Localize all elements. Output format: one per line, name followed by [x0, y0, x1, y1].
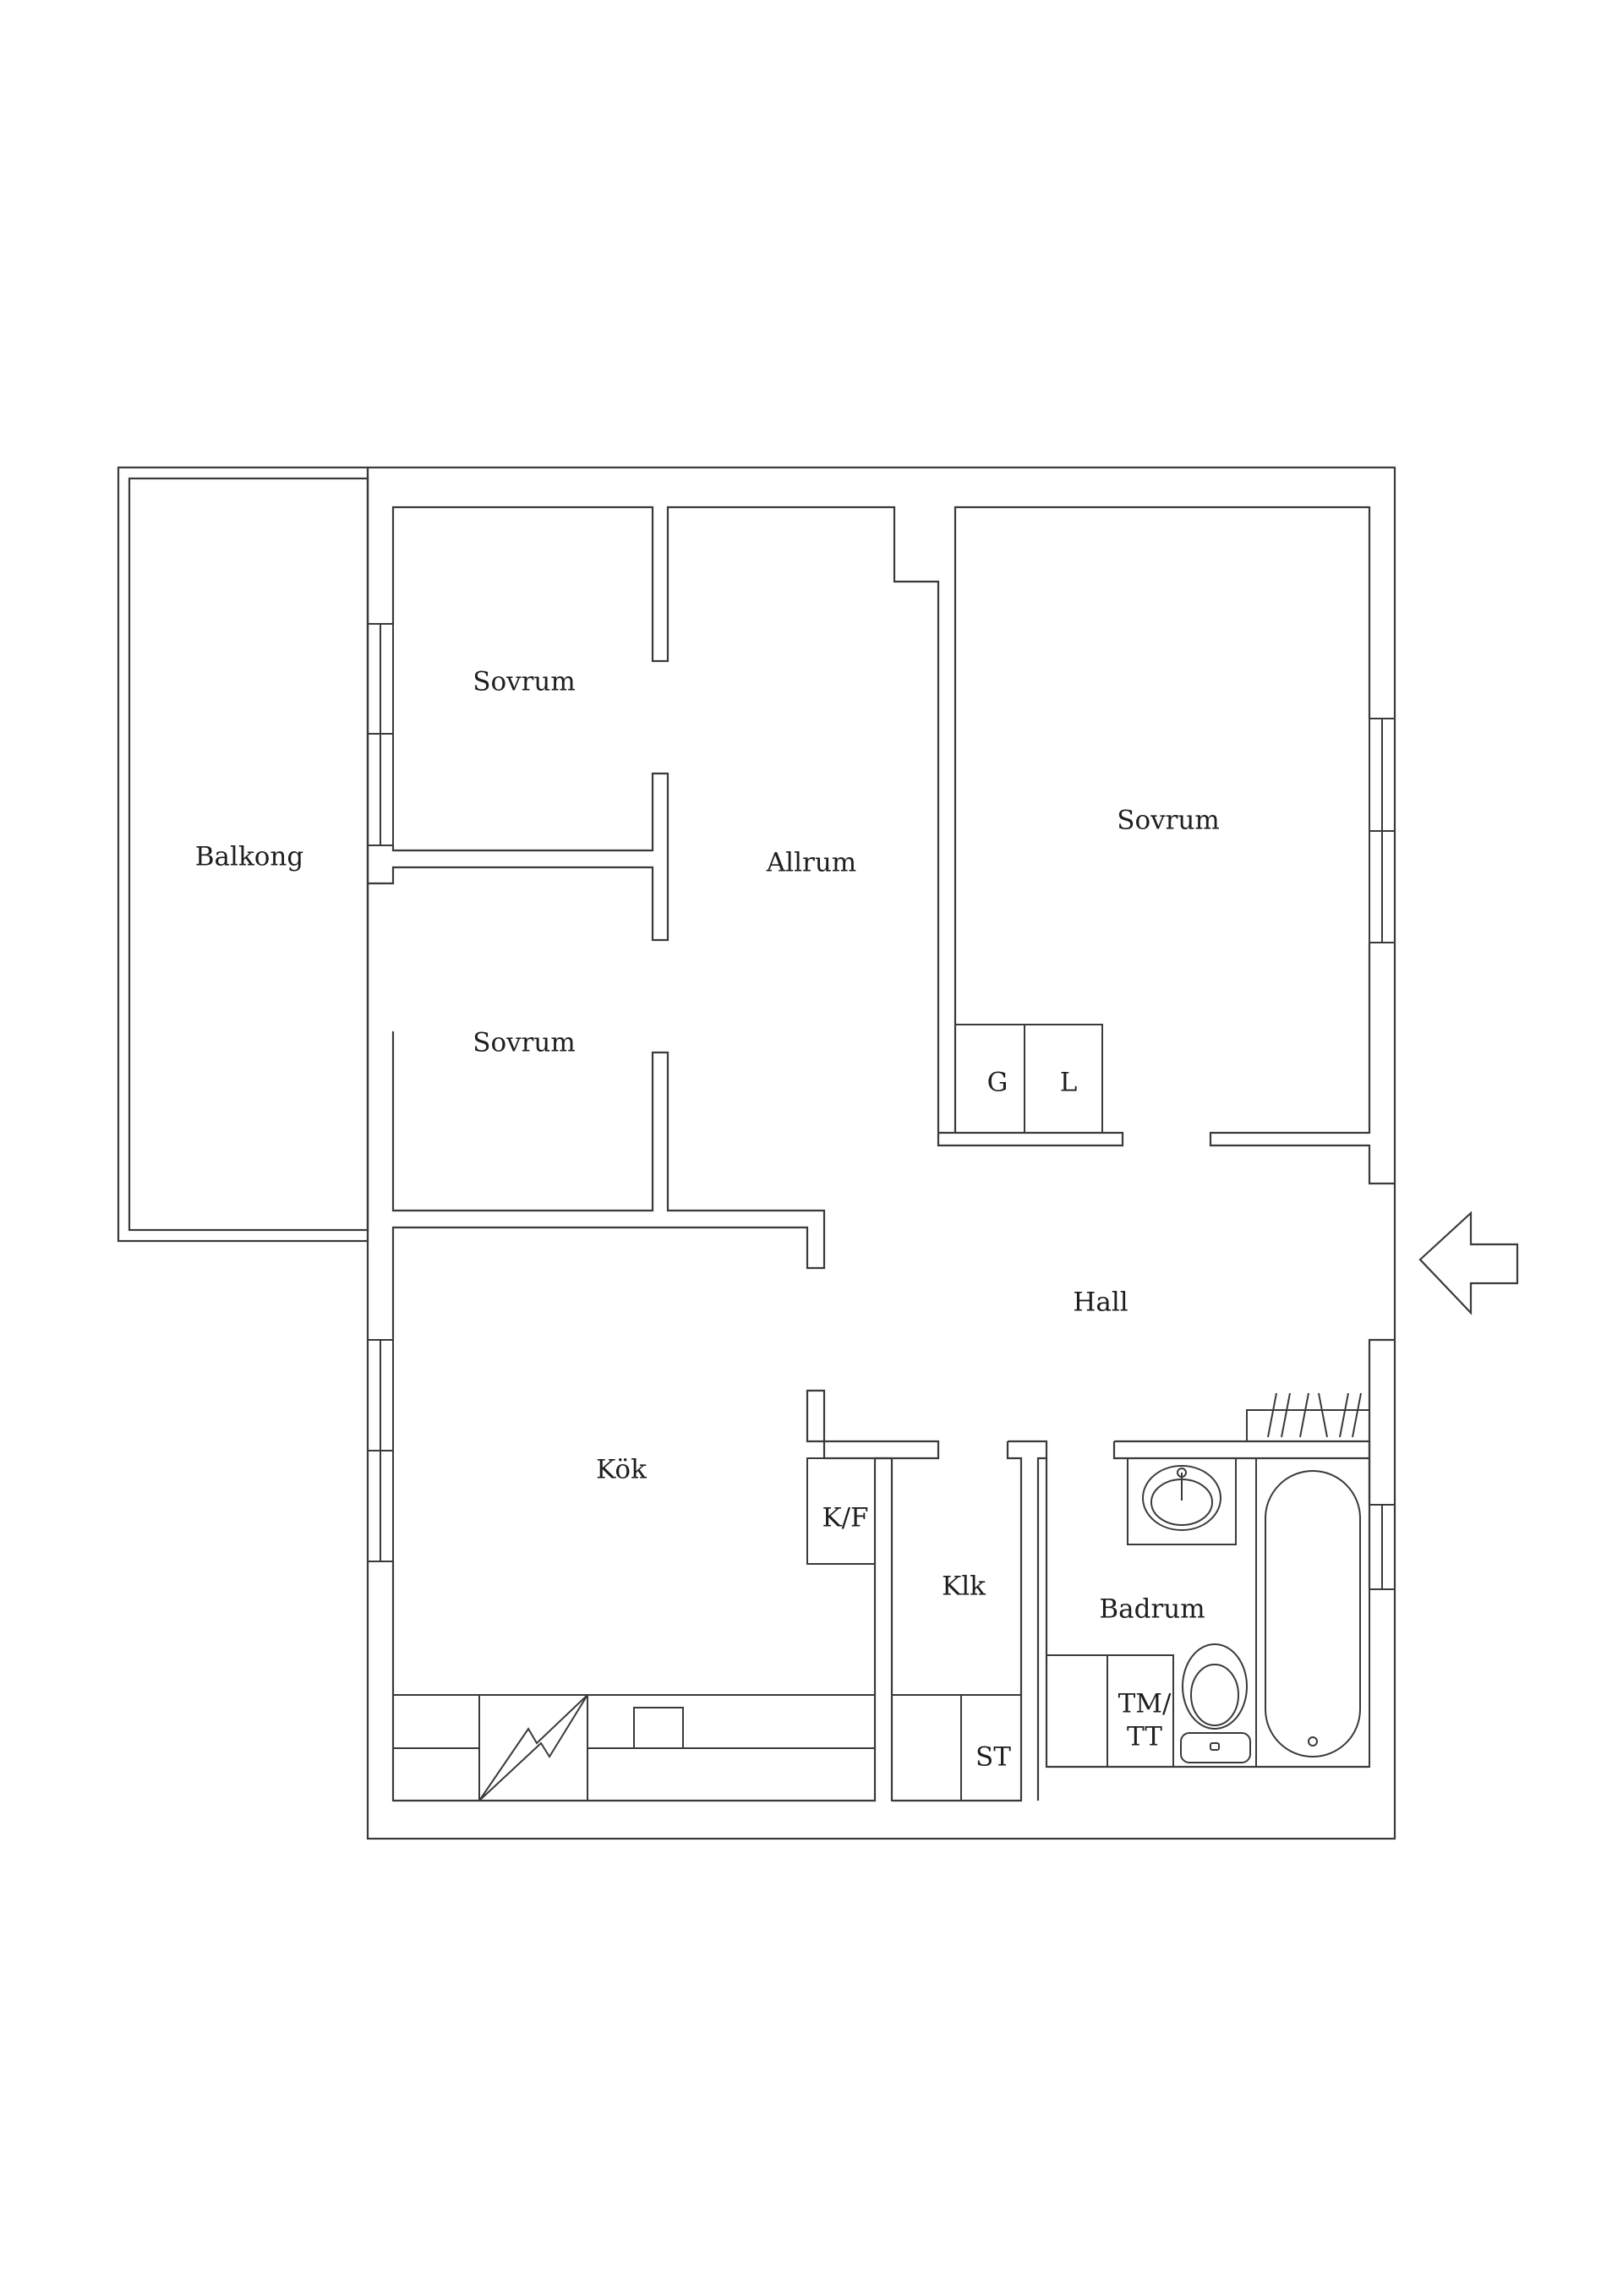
stove-icon — [478, 1694, 588, 1801]
window-sovrum-right — [1369, 718, 1396, 943]
label-tm: TM/ — [1118, 1689, 1172, 1719]
closets — [954, 1024, 1103, 1134]
room-labels: Balkong Sovrum Sovrum Allrum Sovrum G L … — [195, 667, 1220, 1773]
label-kok: Kök — [596, 1455, 647, 1485]
outer-walls — [366, 466, 1396, 1840]
kitchen-counter — [392, 1694, 876, 1801]
label-sovrum-top: Sovrum — [473, 667, 576, 697]
window-sovrum-top — [367, 623, 394, 846]
sink-icon — [1127, 1457, 1237, 1545]
entrance-arrow-icon — [1418, 1211, 1519, 1315]
windows — [367, 623, 1396, 1590]
washer-dryer — [1046, 1654, 1174, 1768]
klk-storage — [891, 1694, 1022, 1801]
label-klk: Klk — [942, 1572, 986, 1602]
label-tt: TT — [1127, 1722, 1162, 1752]
window-bathroom — [1369, 1504, 1396, 1590]
label-badrum: Badrum — [1099, 1594, 1205, 1625]
label-balkong: Balkong — [195, 842, 303, 872]
label-hall: Hall — [1073, 1287, 1128, 1318]
label-sovrum-mid: Sovrum — [473, 1028, 576, 1058]
bathtub-icon — [1255, 1457, 1370, 1768]
label-kf: K/F — [822, 1503, 868, 1533]
label-g: G — [987, 1068, 1008, 1098]
window-kitchen — [367, 1339, 394, 1562]
label-st: ST — [975, 1742, 1011, 1773]
label-sovrum-right: Sovrum — [1117, 806, 1220, 836]
label-allrum: Allrum — [766, 848, 856, 878]
toilet-icon — [1180, 1643, 1251, 1763]
fridge-freezer — [806, 1457, 876, 1565]
label-l: L — [1060, 1068, 1078, 1098]
kitchen-sink-basin — [633, 1707, 684, 1749]
interior-walls — [368, 506, 1395, 1802]
shoe-rack — [1246, 1392, 1370, 1442]
